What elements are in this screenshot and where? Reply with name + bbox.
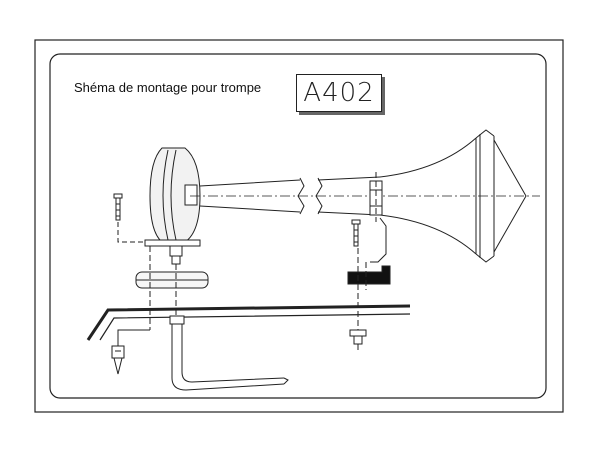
horn-flare: [379, 137, 477, 255]
inner-frame: [49, 53, 547, 399]
horn-assembly: [86, 129, 540, 391]
part-code: A402: [303, 78, 375, 108]
clamp-bracket: [370, 217, 387, 263]
nut-fitting: [349, 329, 367, 350]
bolt-fitting: [111, 345, 125, 375]
clamp-screw: [351, 219, 361, 247]
horn-tube: [199, 179, 301, 213]
outer-frame: [34, 39, 564, 413]
vehicle-panel: [86, 304, 411, 341]
part-code-box: A402: [296, 74, 382, 112]
mounting-plate: [347, 265, 391, 285]
compressor-bracket: [144, 239, 201, 247]
air-hose: [171, 322, 285, 391]
bracket-screw: [113, 193, 123, 221]
diagram-title: Shéma de montage pour trompe: [74, 80, 262, 95]
